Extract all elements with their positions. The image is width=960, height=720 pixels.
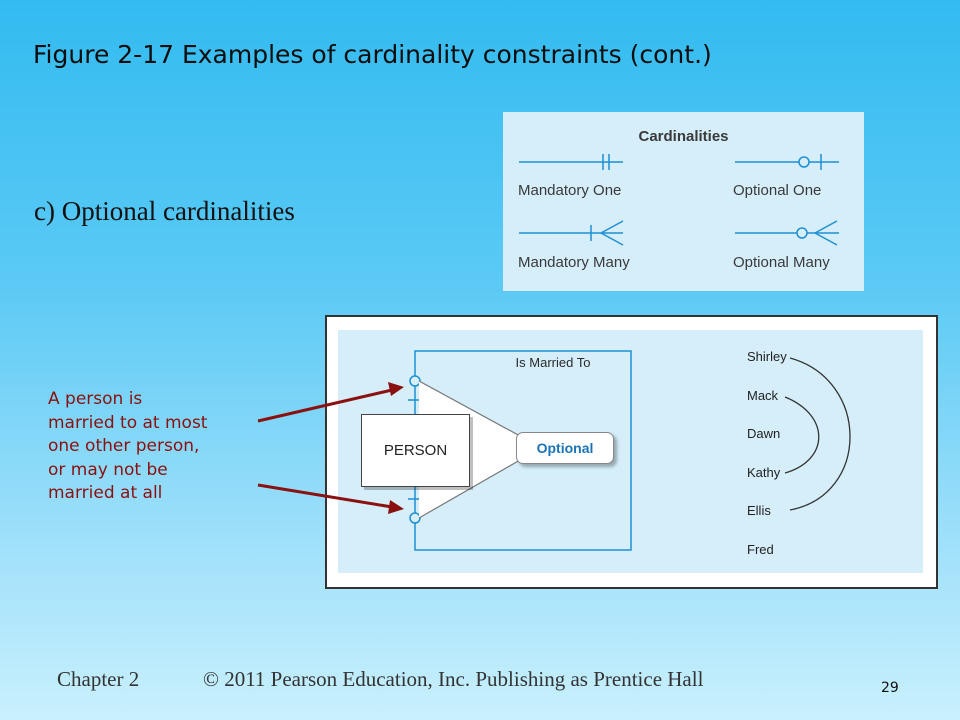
- mandatory-many-icon: [519, 220, 624, 246]
- name-shirley: Shirley: [747, 349, 787, 364]
- legend-label-optional-one: Optional One: [733, 182, 822, 199]
- annotation-text: A person is married to at most one other…: [48, 388, 263, 506]
- annotation-line: or may not be: [48, 459, 168, 480]
- name-kathy: Kathy: [747, 465, 781, 480]
- name-fred: Fred: [747, 542, 774, 557]
- section-subtitle: c) Optional cardinalities: [34, 196, 295, 226]
- slide-title: Figure 2-17 Examples of cardinality cons…: [33, 40, 712, 69]
- annotation-line: married to at most: [48, 412, 208, 433]
- name-ellis: Ellis: [747, 503, 771, 518]
- footer-chapter: Chapter 2: [57, 667, 140, 691]
- legend-label-mandatory-many: Mandatory Many: [518, 254, 630, 271]
- legend-symbols: [519, 154, 839, 246]
- annotation-line: married at all: [48, 483, 163, 503]
- footer-copyright: © 2011 Pearson Education, Inc. Publishin…: [203, 667, 704, 691]
- person-entity: PERSON: [361, 414, 470, 487]
- legend-title: Cardinalities: [638, 128, 729, 145]
- annotation-line: A person is: [48, 389, 143, 409]
- name-dawn: Dawn: [747, 426, 781, 441]
- legend-label-optional-many: Optional Many: [733, 254, 830, 271]
- legend-label-mandatory-one: Mandatory One: [518, 182, 622, 199]
- mandatory-one-icon: [519, 154, 623, 170]
- annotation-line: one other person,: [48, 436, 200, 456]
- relationship-label: Is Married To: [515, 355, 591, 370]
- optional-callout: Optional: [516, 432, 614, 464]
- name-mack: Mack: [747, 388, 779, 403]
- optional-many-icon: [735, 220, 839, 246]
- cardinality-legend: [503, 112, 864, 291]
- optional-one-icon: [735, 154, 839, 170]
- page-number: 29: [881, 680, 899, 696]
